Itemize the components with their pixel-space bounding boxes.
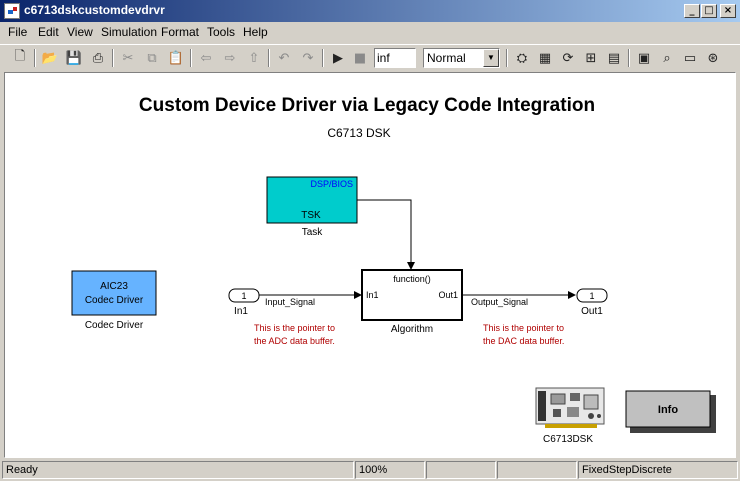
codec-block-line2: Codec Driver — [85, 295, 144, 306]
debugger-icon[interactable]: ▭ — [683, 50, 697, 66]
status-empty-pane — [497, 461, 577, 479]
model-advisor-icon[interactable]: ⊞ — [585, 50, 597, 66]
codec-block-line1: AIC23 — [100, 281, 128, 292]
build-icon[interactable]: ⛭ — [516, 50, 528, 66]
algorithm-out-port: Out1 — [438, 290, 458, 300]
stop-time-input[interactable]: inf — [374, 48, 416, 68]
menu-help[interactable]: Help — [243, 25, 268, 39]
toolbar: 🗋 📂 💾 ⎙ ✂ ⧉ 📋 ⇦ ⇨ ⇧ ↶ ↷ ▶ ■ inf Normal ▼… — [0, 44, 740, 70]
stop-simulation-icon[interactable]: ■ — [353, 50, 367, 66]
incremental-build-icon[interactable]: ▤ — [607, 50, 621, 66]
adc-annotation-line1: This is the pointer to — [254, 323, 335, 333]
refresh-icon[interactable]: ⟳ — [562, 50, 574, 66]
dac-annotation-line1: This is the pointer to — [483, 323, 564, 333]
task-block-caption: Task — [302, 227, 324, 238]
diagram-title: Custom Device Driver via Legacy Code Int… — [139, 95, 595, 116]
simulation-mode-select[interactable]: Normal ▼ — [423, 48, 500, 68]
menu-format[interactable]: Format — [161, 25, 200, 39]
board-caption: C6713DSK — [543, 434, 593, 445]
menu-tools[interactable]: Tools — [207, 25, 236, 39]
status-solver: FixedStepDiscrete — [578, 461, 738, 479]
cut-icon[interactable]: ✂ — [122, 50, 134, 66]
maximize-button[interactable]: □ — [701, 4, 717, 18]
simulation-mode-value: Normal — [427, 51, 466, 65]
menu-simulation[interactable]: Simulation — [101, 25, 158, 39]
status-empty-pane — [426, 461, 496, 479]
menu-bar: File Edit View Simulation Format Tools H… — [0, 22, 740, 42]
codec-block-caption: Codec Driver — [85, 320, 144, 331]
model-explorer-icon[interactable]: ⌕ — [663, 50, 671, 66]
outport-caption: Out1 — [581, 306, 603, 317]
status-state: Ready — [2, 461, 354, 479]
toolbar-separator — [628, 49, 630, 67]
undo-icon[interactable]: ↶ — [278, 50, 290, 66]
inport-number: 1 — [241, 291, 246, 301]
toolbar-separator — [112, 49, 114, 67]
algorithm-trigger-label: function() — [393, 274, 431, 284]
dac-annotation-line2: the DAC data buffer. — [483, 336, 564, 346]
chevron-down-icon[interactable]: ▼ — [483, 49, 499, 67]
outport-number: 1 — [589, 291, 594, 301]
adc-annotation-line2: the ADC data buffer. — [254, 336, 335, 346]
library-browser-icon[interactable]: ▣ — [637, 50, 651, 66]
info-block[interactable]: Info — [625, 390, 716, 433]
status-zoom: 100% — [355, 461, 425, 479]
toolbar-separator — [190, 49, 192, 67]
algorithm-block[interactable]: function() In1 Out1 — [361, 269, 463, 321]
algorithm-in-port: In1 — [366, 290, 379, 300]
minimize-button[interactable]: _ — [684, 4, 700, 18]
model-canvas[interactable]: Custom Device Driver via Legacy Code Int… — [4, 72, 736, 458]
help-lifesaver-icon[interactable]: ⊛ — [707, 50, 719, 66]
print-icon[interactable]: ⎙ — [92, 50, 104, 66]
simulink-model-icon[interactable] — [4, 3, 20, 19]
task-block-header: DSP/BIOS — [310, 179, 353, 189]
paste-icon[interactable]: 📋 — [167, 50, 185, 66]
inport-block[interactable]: 1 — [228, 288, 260, 303]
menu-edit[interactable]: Edit — [38, 25, 59, 39]
codec-driver-block[interactable]: AIC23 Codec Driver — [71, 270, 157, 316]
forward-icon[interactable]: ⇨ — [224, 50, 236, 66]
trigger-signal-line[interactable] — [357, 199, 415, 270]
info-block-label: Info — [658, 404, 678, 416]
new-model-icon[interactable]: 🗋 — [14, 49, 26, 64]
back-icon[interactable]: ⇦ — [200, 50, 212, 66]
toolbar-separator — [322, 49, 324, 67]
save-icon[interactable]: 💾 — [65, 50, 83, 66]
output-signal-label: Output_Signal — [471, 297, 528, 307]
title-bar: c6713dskcustomdevdrvr _ □ × — [0, 0, 740, 22]
update-diagram-icon[interactable]: ▦ — [538, 50, 552, 66]
algorithm-caption: Algorithm — [391, 324, 433, 335]
open-folder-icon[interactable]: 📂 — [41, 50, 59, 66]
task-block-body: TSK — [301, 210, 321, 221]
start-simulation-icon[interactable]: ▶ — [333, 50, 343, 66]
toolbar-separator — [506, 49, 508, 67]
inport-caption: In1 — [234, 306, 248, 317]
up-icon[interactable]: ⇧ — [248, 50, 260, 66]
task-block[interactable]: DSP/BIOS TSK — [266, 176, 358, 224]
c6713dsk-board-icon[interactable] — [535, 387, 605, 428]
menu-file[interactable]: File — [8, 25, 28, 39]
toolbar-separator — [34, 49, 36, 67]
status-bar: Ready 100% FixedStepDiscrete — [0, 460, 740, 481]
diagram-subtitle: C6713 DSK — [327, 126, 390, 140]
menu-view[interactable]: View — [67, 25, 93, 39]
redo-icon[interactable]: ↷ — [302, 50, 314, 66]
copy-icon[interactable]: ⧉ — [147, 50, 157, 66]
window-title: c6713dskcustomdevdrvr — [24, 3, 165, 17]
toolbar-separator — [268, 49, 270, 67]
input-signal-label: Input_Signal — [265, 297, 315, 307]
close-button[interactable]: × — [720, 4, 736, 18]
outport-block[interactable]: 1 — [576, 288, 608, 303]
